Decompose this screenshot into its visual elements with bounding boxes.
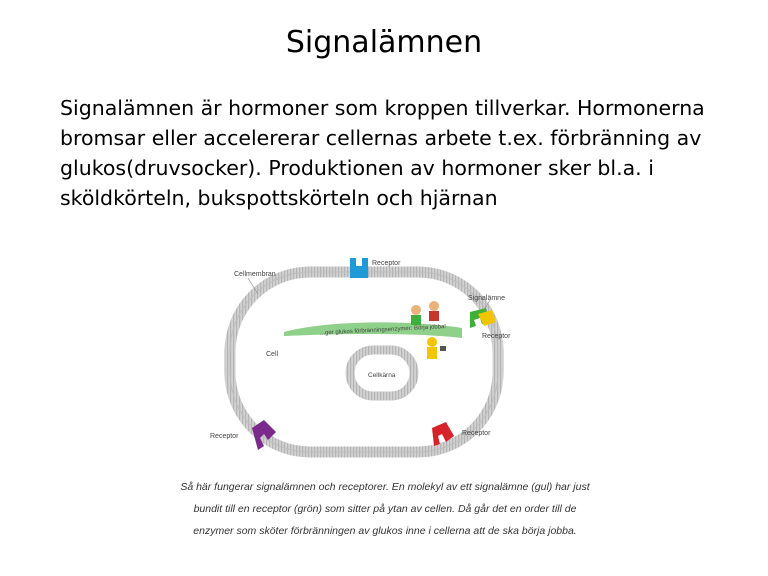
- worker-icon: [427, 337, 437, 347]
- label-cellkarna: Cellkärna: [368, 372, 396, 379]
- label-receptor-bottom-left: Receptor: [210, 433, 239, 440]
- diagram-caption: Så här fungerar signalämnen och receptor…: [150, 476, 620, 542]
- label-signalamne: Signalämne: [468, 295, 505, 302]
- label-cell: Cell: [266, 351, 279, 358]
- slide-title: Signalämnen: [285, 25, 483, 60]
- slide-body-text: Signalämnen är hormoner som kroppen till…: [60, 96, 705, 210]
- caption-line: bundit till en receptor (grön) som sitte…: [193, 503, 577, 515]
- enzyme-order-banner: [284, 322, 462, 338]
- worker-icon: [429, 301, 439, 311]
- receptor-red-icon: [432, 422, 454, 446]
- label-cellmembran: Cellmembran: [234, 271, 276, 278]
- receptor-top-icon: [350, 258, 368, 278]
- label-receptor-right: Receptor: [482, 333, 511, 340]
- worker-icon: [411, 305, 421, 315]
- caption-line: Så här fungerar signalämnen och receptor…: [180, 481, 590, 493]
- caption-line: enzymer som sköter förbränningen av gluk…: [193, 525, 577, 537]
- cell-membrane: [224, 266, 504, 458]
- signal-molecule-icon: [478, 310, 496, 326]
- label-receptor-bottom-right: Receptor: [462, 430, 491, 437]
- receptor-purple-icon: [252, 420, 276, 450]
- cell-nucleus: [345, 345, 419, 401]
- cell-signal-diagram: ...ger glukos förbränningsenzymer: Börja…: [210, 258, 511, 458]
- label-receptor-top: Receptor: [372, 260, 401, 267]
